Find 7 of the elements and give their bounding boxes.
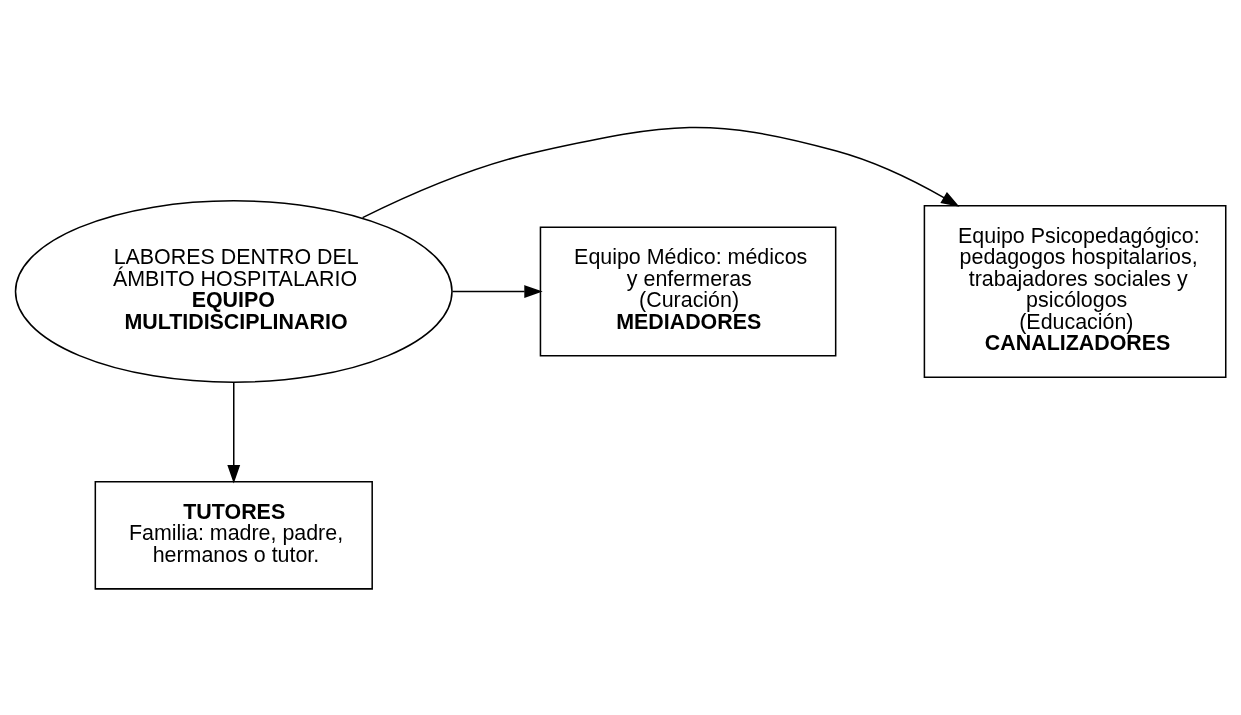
node-box: Equipo Psicopedagógico: pedagogos hospitalarios, trabajadores sociales y psicólogos (Educación) CANALIZADORES	[923, 204, 1227, 378]
arrow	[227, 381, 241, 483]
node-box: TUTORES Familia: madre, padre, hermanos o tutor.	[94, 480, 373, 590]
node-ellipse: LABORES DENTRO DEL ÁMBITO HOSPITALARIO EQUIPO MULTIDISCIPLINARIO	[14, 199, 453, 383]
arrow	[451, 284, 543, 298]
node-box: Equipo Médico: médicos y enfermeras (Curación) MEDIADORES	[539, 226, 837, 357]
arrow	[361, 126, 960, 218]
